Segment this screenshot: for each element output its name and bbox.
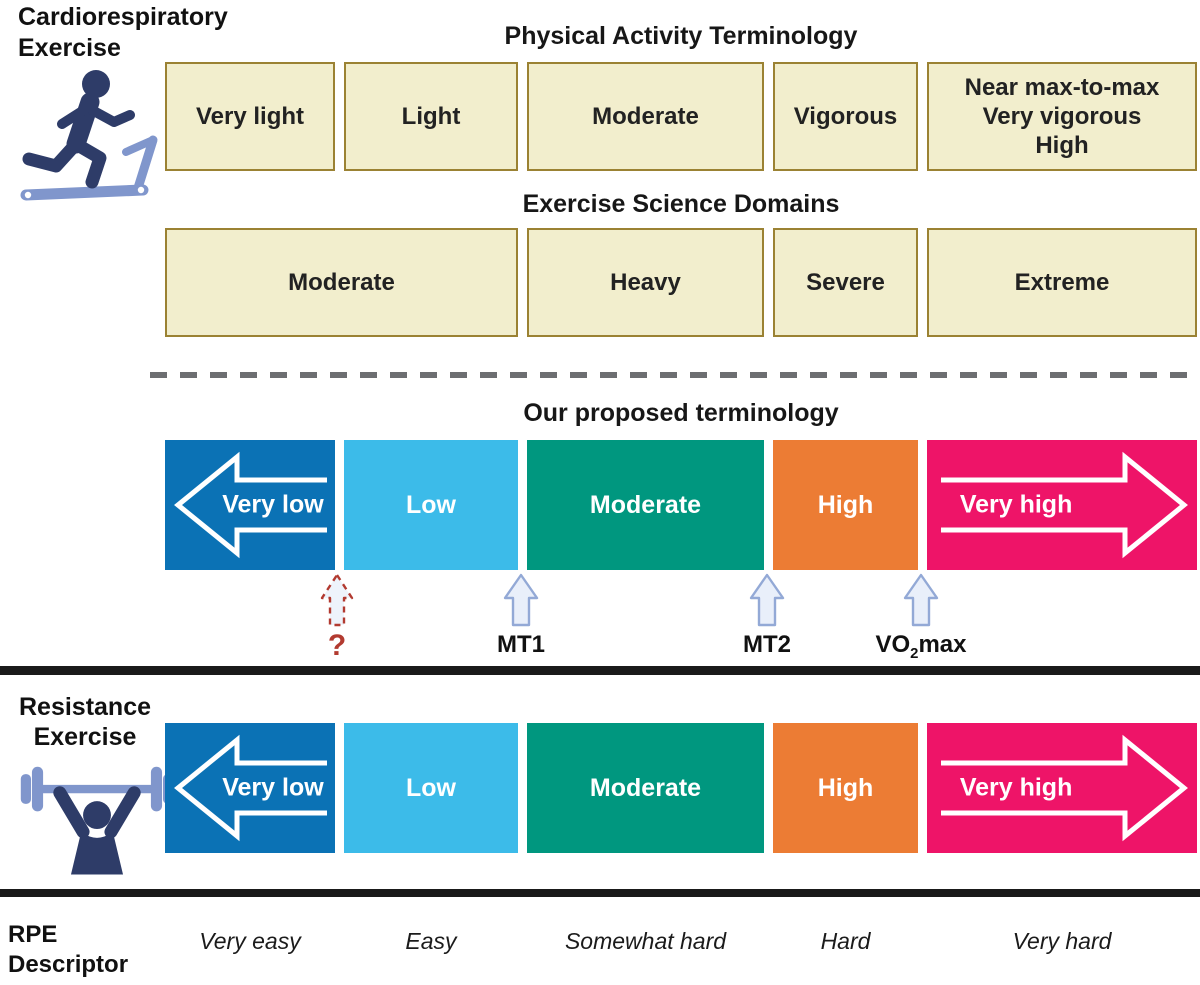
cardiorespiratory-section-title: Cardiorespiratory Exercise: [18, 2, 228, 64]
dashed-up-arrow-icon: [320, 573, 354, 627]
pa-box-near-max: Near max-to-max Very vigorous High: [927, 62, 1197, 171]
esd-box-extreme: Extreme: [927, 228, 1197, 337]
cardio-title-line1: Cardiorespiratory: [18, 3, 228, 31]
esd-box-severe: Severe: [773, 228, 918, 337]
intensity-label: Very low: [222, 773, 324, 802]
esd-box-label: Severe: [806, 268, 885, 296]
section-separator-top: [0, 666, 1200, 675]
resistance-section-title: Resistance Exercise: [0, 692, 170, 752]
intensity-label: Very high: [959, 490, 1073, 519]
esd-box-label: Extreme: [1014, 268, 1110, 296]
intensity-box-moderate: Moderate: [527, 723, 764, 853]
proposed-terminology-row-resistance: Very low Low Moderate High Very high: [165, 723, 1197, 853]
intensity-label: Moderate: [589, 490, 702, 519]
pa-box-multiline-label: Near max-to-max Very vigorous High: [965, 73, 1160, 161]
left-block-arrow-icon: [174, 451, 327, 559]
pa-box-vigorous: Vigorous: [773, 62, 918, 171]
pa-box-moderate: Moderate: [527, 62, 764, 171]
up-arrow-icon: [749, 573, 785, 627]
mt2-label: MT2: [743, 631, 791, 658]
exercise-science-domains-row: Moderate Heavy Severe Extreme: [165, 228, 1197, 337]
up-arrow-icon: [503, 573, 539, 627]
treadmill-runner-icon: [20, 70, 158, 201]
esd-box-heavy: Heavy: [527, 228, 764, 337]
intensity-box-moderate: Moderate: [527, 440, 764, 570]
mt1-marker: MT1: [451, 573, 591, 659]
vo2max-sub: 2: [910, 645, 919, 662]
exercise-science-domains-header: Exercise Science Domains: [522, 190, 840, 218]
section-separator-bottom: [0, 889, 1200, 897]
proposed-terminology-header: Our proposed terminology: [523, 399, 839, 427]
intensity-label: High: [817, 773, 874, 802]
mt1-label: MT1: [497, 631, 545, 658]
intensity-label: Low: [406, 490, 456, 519]
intensity-box-high: High: [773, 440, 918, 570]
intensity-label: High: [817, 490, 874, 519]
rpe-descriptor-somewhat-hard: Somewhat hard: [564, 927, 727, 954]
right-block-arrow-icon: [941, 451, 1188, 559]
intensity-box-low: Low: [344, 723, 518, 853]
up-arrow-icon: [903, 573, 939, 627]
esd-box-label: Heavy: [610, 268, 681, 296]
intensity-label: Very low: [222, 490, 324, 519]
physical-activity-terminology-header: Physical Activity Terminology: [504, 22, 858, 50]
weightlifter-icon: [20, 766, 174, 875]
rpe-descriptor-hard: Hard: [820, 927, 871, 954]
resistance-title-line1: Resistance: [18, 693, 152, 721]
mt2-marker: MT2: [697, 573, 837, 659]
vo2max-label: VO2max: [875, 631, 966, 662]
pa-box-light: Light: [344, 62, 518, 171]
intensity-box-high: High: [773, 723, 918, 853]
pa-box-line2: Very vigorous: [982, 102, 1142, 130]
esd-box-moderate: Moderate: [165, 228, 518, 337]
rpe-title-line1: RPE: [8, 921, 58, 948]
intensity-box-very-low: Very low: [165, 723, 335, 853]
intensity-box-low: Low: [344, 440, 518, 570]
pa-box-label: Moderate: [592, 102, 699, 130]
pa-box-label: Very light: [195, 102, 305, 130]
unknown-threshold-marker: ?: [267, 573, 407, 663]
rpe-descriptor-very-hard: Very hard: [1012, 927, 1112, 954]
question-mark-label: ?: [327, 629, 347, 662]
vo2max-pre: VO: [875, 631, 911, 658]
right-block-arrow-icon: [941, 734, 1188, 842]
pa-box-label: Light: [401, 102, 461, 130]
left-block-arrow-icon: [174, 734, 327, 842]
dashed-divider: [150, 372, 1197, 378]
rpe-descriptor-easy: Easy: [405, 927, 457, 954]
esd-box-label: Moderate: [288, 268, 395, 296]
rpe-descriptor-row: Very easy Easy Somewhat hard Hard Very h…: [165, 926, 1197, 956]
intensity-box-very-low: Very low: [165, 440, 335, 570]
proposed-terminology-row-cardio: Very low Low Moderate High Very high: [165, 440, 1197, 570]
rpe-title-line2: Descriptor: [8, 951, 129, 978]
resistance-title-line2: Exercise: [33, 723, 137, 751]
vo2max-post: max: [918, 631, 967, 658]
intensity-label: Low: [406, 773, 456, 802]
cardio-title-line2: Exercise: [18, 34, 121, 62]
intensity-box-very-high: Very high: [927, 723, 1197, 853]
vo2max-marker: VO2max: [851, 573, 991, 662]
pa-box-line1: Near max-to-max: [964, 73, 1160, 101]
intensity-box-very-high: Very high: [927, 440, 1197, 570]
rpe-descriptor-very-easy: Very easy: [199, 927, 301, 954]
intensity-label: Very high: [959, 773, 1073, 802]
pa-box-line3: High: [1035, 132, 1089, 160]
physical-activity-terminology-row: Very light Light Moderate Vigorous Near …: [165, 62, 1197, 171]
pa-box-label: Vigorous: [793, 102, 898, 130]
rpe-descriptor-title: RPE Descriptor: [8, 920, 128, 980]
intensity-label: Moderate: [589, 773, 702, 802]
pa-box-very-light: Very light: [165, 62, 335, 171]
